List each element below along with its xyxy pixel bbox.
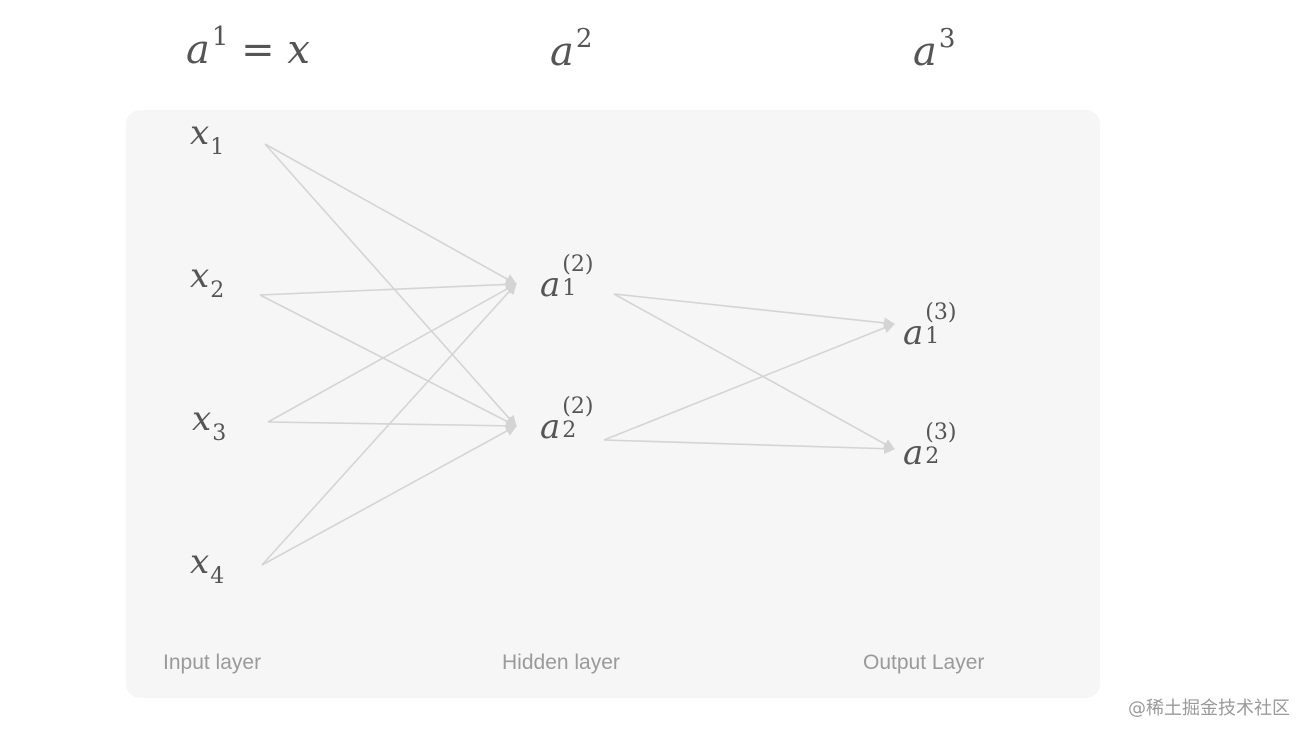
input-layer-label: Input layer xyxy=(163,651,262,674)
input-node-x4: x4 xyxy=(190,542,225,589)
hidden-node-a1: a(2)1 xyxy=(540,252,594,305)
output-node-a2: a(3)2 xyxy=(903,420,957,473)
input-layer-header: a1 = x xyxy=(186,22,310,73)
hidden-layer-header: a2 xyxy=(550,24,593,75)
edge-x4-h1 xyxy=(261,283,517,566)
edge-x1-h2 xyxy=(264,143,517,427)
input-node-x2: x2 xyxy=(190,256,225,303)
hidden-node-a2: a(2)2 xyxy=(540,394,594,447)
output-layer-header: a3 xyxy=(913,24,956,75)
input-node-x3: x3 xyxy=(192,399,227,446)
edge-x3-h2 xyxy=(267,420,518,432)
edge-x3-h1 xyxy=(267,283,517,423)
input-node-x1: x1 xyxy=(190,113,225,160)
edge-x2-h2 xyxy=(259,294,517,427)
output-layer-label: Output Layer xyxy=(863,651,985,674)
watermark: @稀土掘金技术社区 xyxy=(1128,698,1290,719)
edge-x1-h1 xyxy=(264,143,517,285)
edge-h2-o1 xyxy=(603,322,896,441)
edge-h1-o2 xyxy=(613,293,895,450)
edge-x4-h2 xyxy=(261,425,517,566)
output-node-a1: a(3)1 xyxy=(903,300,957,353)
edge-x2-h1 xyxy=(259,278,518,296)
hidden-layer-label: Hidden layer xyxy=(502,651,620,674)
edge-h2-o2 xyxy=(603,439,896,455)
diagram-panel xyxy=(126,110,1100,698)
edge-h1-o1 xyxy=(613,293,896,329)
